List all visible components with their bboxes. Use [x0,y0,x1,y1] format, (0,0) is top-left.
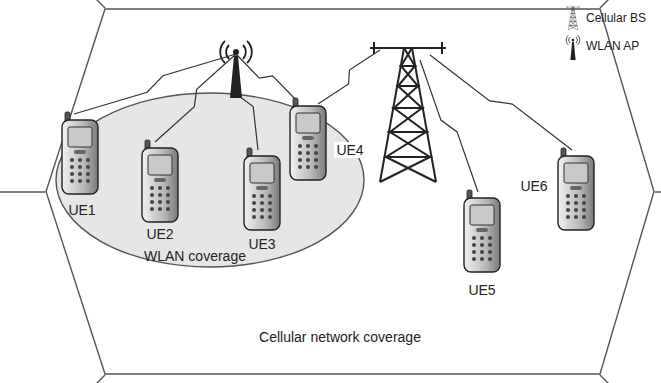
ue-phone [558,148,594,230]
coverage-label: Cellular network coverage [259,329,421,345]
legend-label: Cellular BS [586,12,646,26]
ue-label: UE2 [146,226,173,242]
wireless-link [318,50,380,104]
ue-label: UE6 [520,178,547,194]
ue-phone [142,140,178,222]
cell-hexagon: Cellular network coverage WLAN coverage [45,8,655,375]
ue-phone [464,190,500,272]
hex-outline [45,8,655,375]
ue-phone [244,148,280,230]
wireless-link [420,60,478,192]
ue-label: UE1 [68,202,95,218]
ue-phone [62,112,98,194]
ue-label: UE5 [468,282,495,298]
coverage-label: WLAN coverage [144,248,246,264]
legend-label: WLAN AP [586,40,639,54]
wireless-link [430,55,572,150]
cellular-bs-symbol [370,42,446,182]
legend-ap-icon [566,35,580,60]
ue-phone [290,98,326,180]
wireless-link [236,54,296,100]
coverage-ellipse: WLAN coverage [55,92,365,268]
ue-label: UE4 [334,142,365,158]
wlan-ap-symbol [220,41,252,98]
ellipse-outline [55,92,365,268]
ue-label: UE3 [248,236,275,252]
